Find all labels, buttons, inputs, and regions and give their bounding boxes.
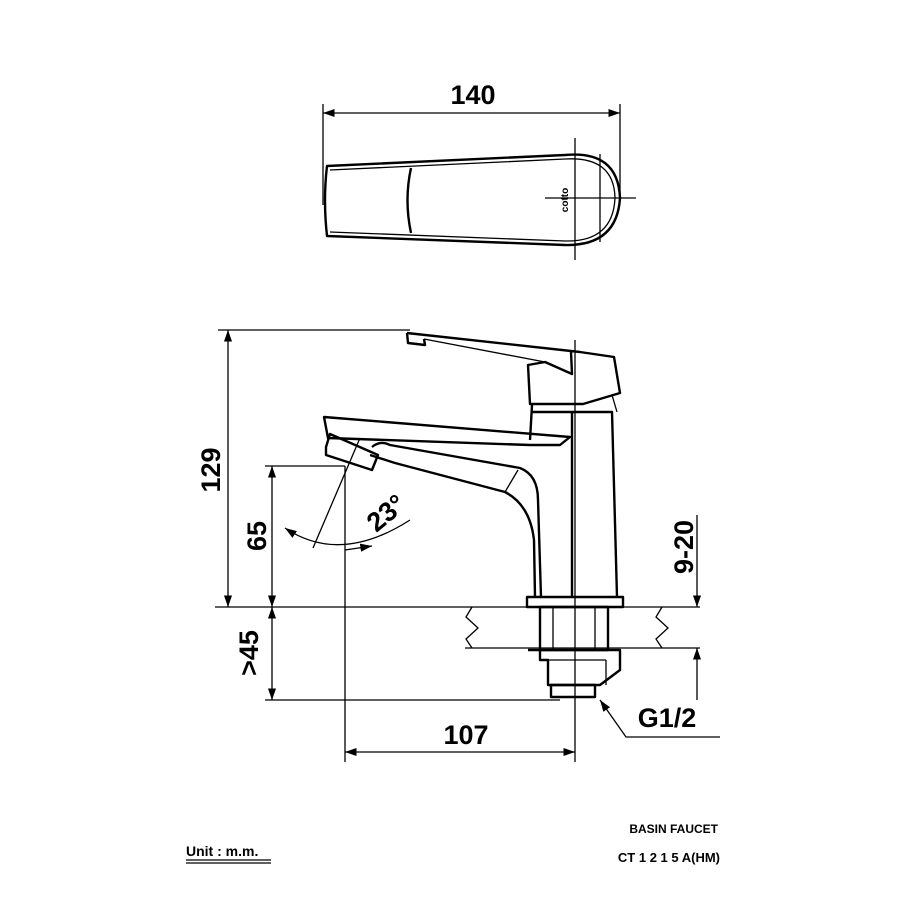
- side-dimensions: 129 65 >45 9-20 107 G1/2 23°: [196, 329, 720, 762]
- brand-logo: cotto: [560, 188, 571, 212]
- angle-23: 23°: [361, 488, 412, 537]
- model-number: CT 1 2 1 5 A(HM): [618, 850, 720, 865]
- dimension-107: 107: [443, 720, 488, 750]
- top-view: 140 cotto: [322, 80, 636, 260]
- thread-label: G1/2: [638, 703, 697, 733]
- unit-label: Unit : m.m.: [186, 843, 258, 859]
- dimension-129: 129: [196, 447, 226, 492]
- dimension-140: 140: [450, 80, 495, 110]
- side-view: [215, 331, 700, 699]
- dimension-9-20: 9-20: [669, 520, 699, 574]
- dimension-min-45: >45: [234, 630, 264, 676]
- counter-break: [465, 606, 479, 649]
- dimension-65: 65: [242, 521, 272, 551]
- drawing-title: BASIN FAUCET: [629, 822, 718, 836]
